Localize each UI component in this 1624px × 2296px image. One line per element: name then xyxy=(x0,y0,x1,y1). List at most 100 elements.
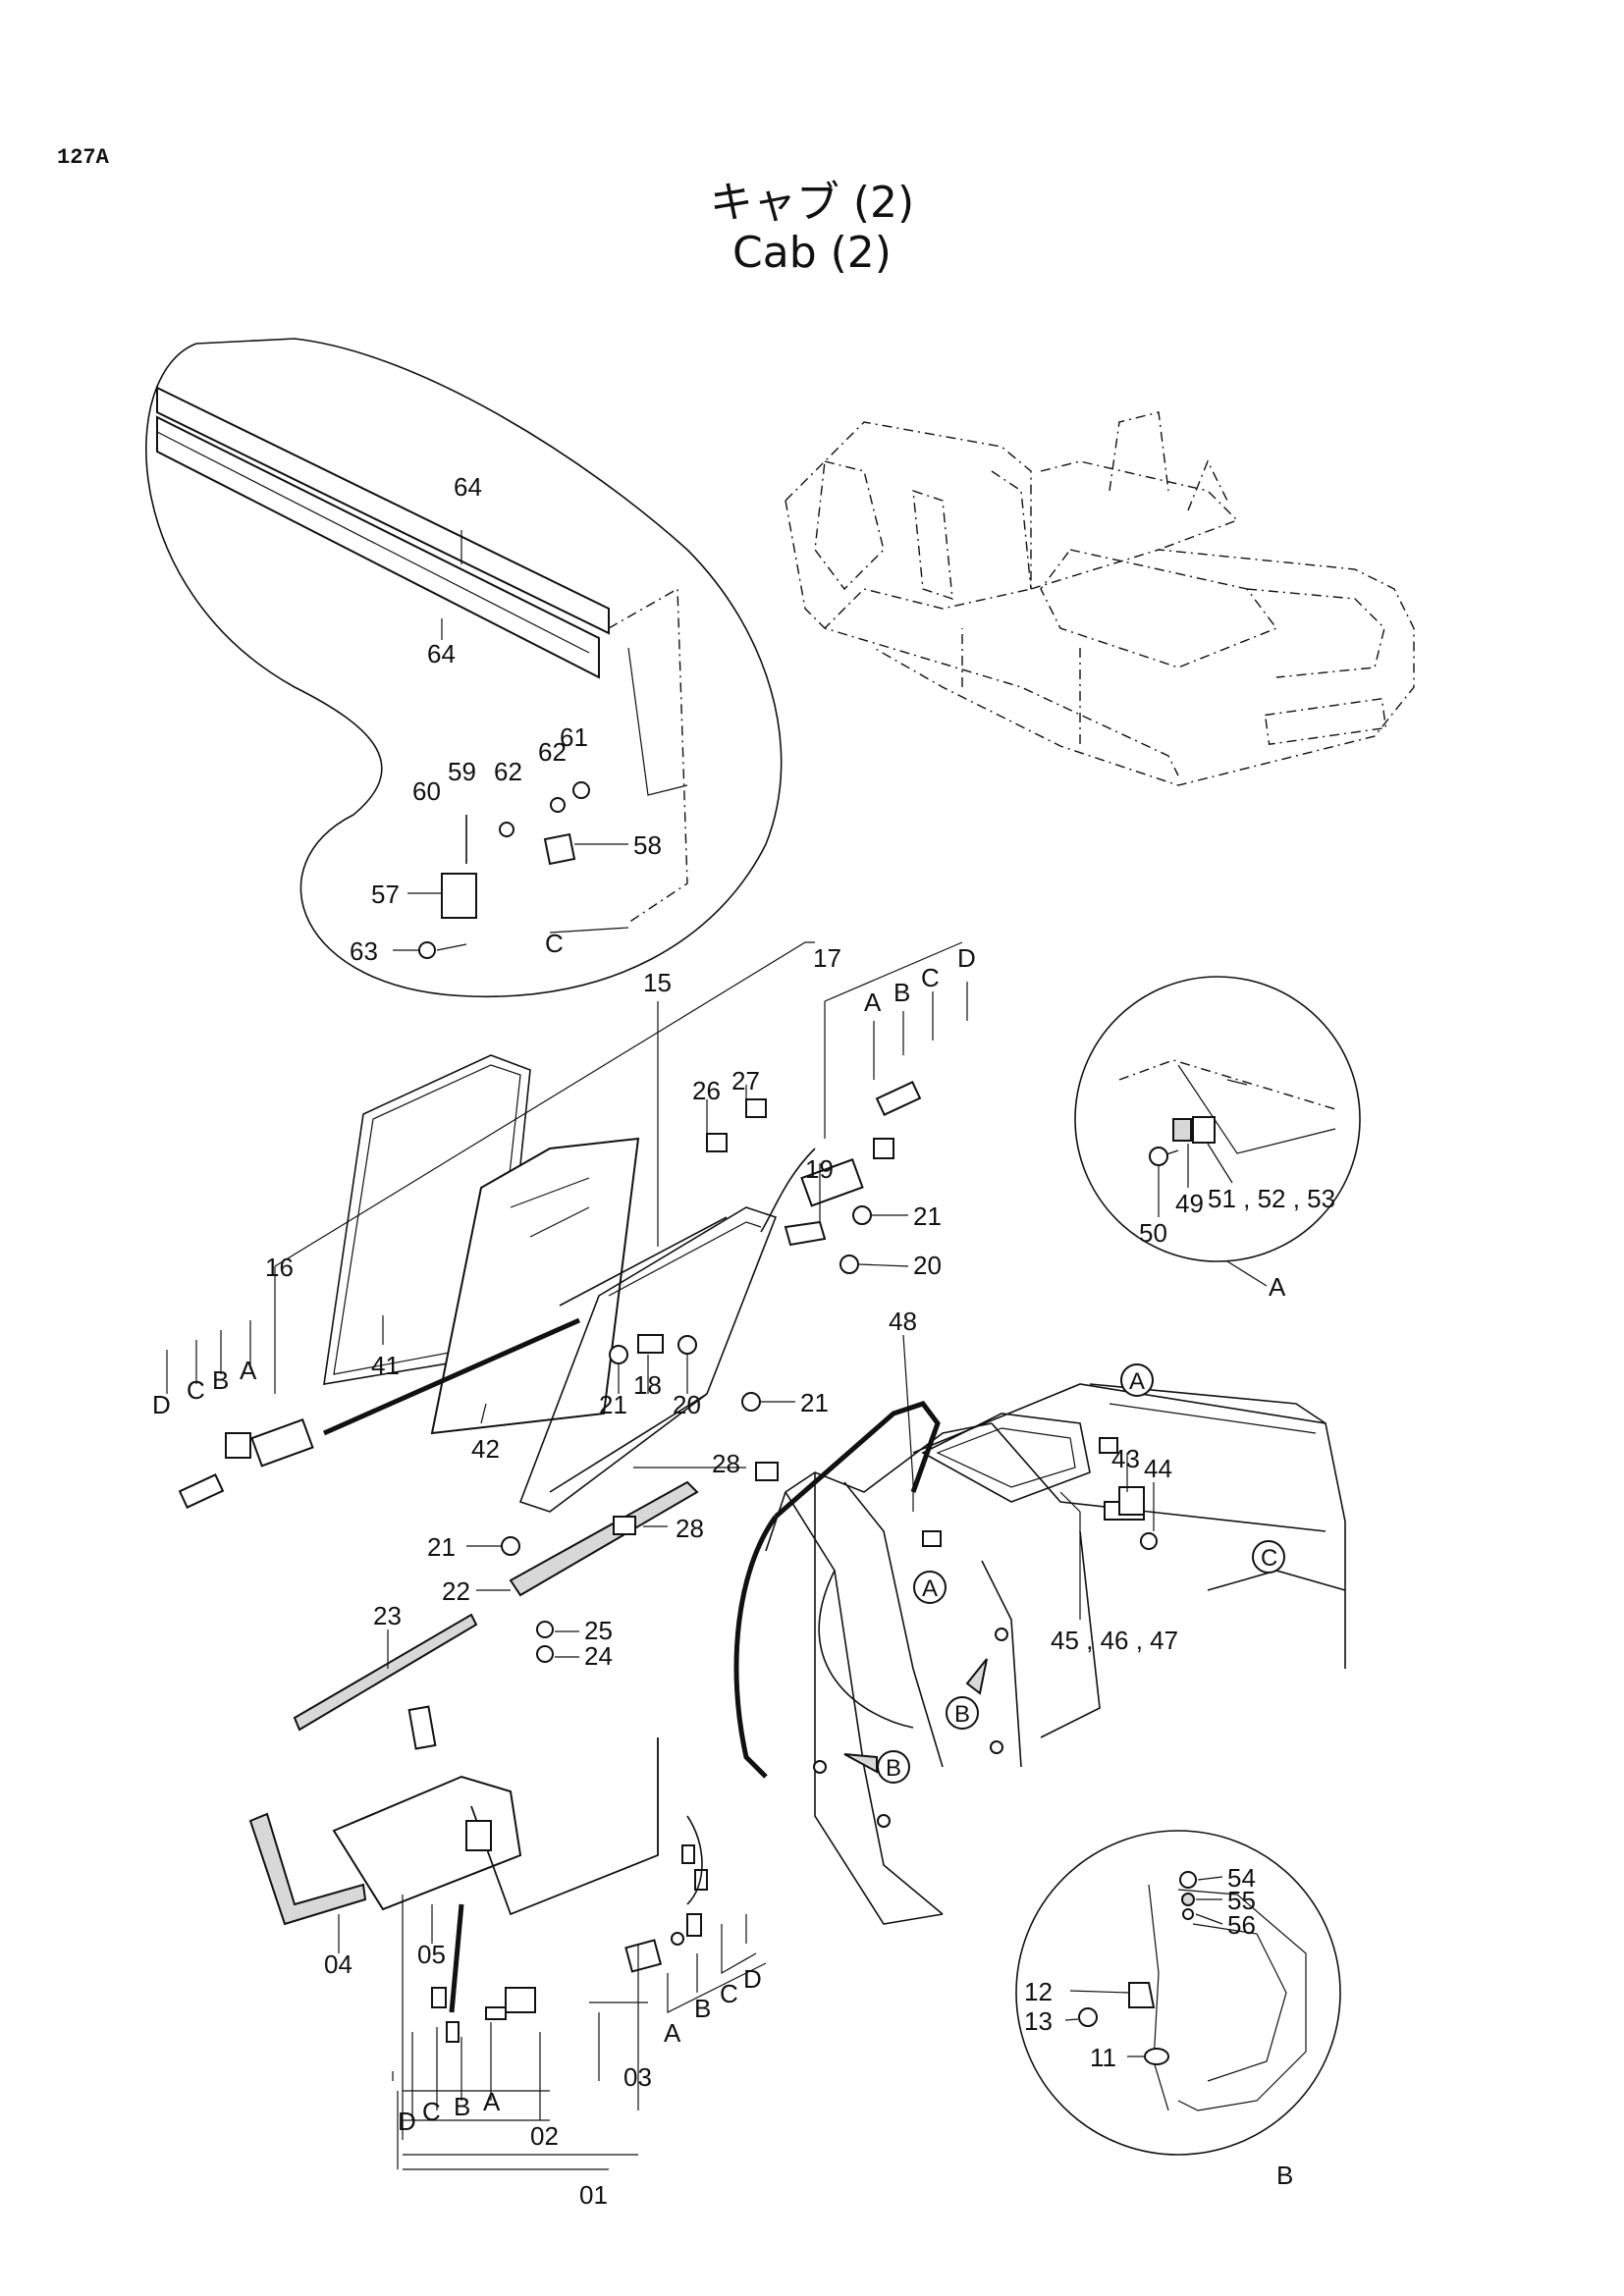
page-title-english: Cab (2) xyxy=(732,228,892,278)
label-12: 12 xyxy=(1024,1977,1053,2006)
label-50: 50 xyxy=(1139,1218,1167,1248)
label-42: 42 xyxy=(471,1434,500,1464)
label-61: 61 xyxy=(560,722,588,752)
page-number: 127A xyxy=(57,145,109,170)
label-17-b: B xyxy=(893,978,910,1007)
label-03: 03 xyxy=(623,2062,652,2092)
part-58-catch xyxy=(543,832,576,866)
label-62b: 62 xyxy=(538,737,567,767)
label-45-46-47: 45 , 46 , 47 xyxy=(1051,1626,1178,1655)
label-44: 44 xyxy=(1144,1454,1172,1483)
detail-b-label: B xyxy=(1276,2161,1293,2190)
lower-window-assembly: 04 05 01 02 03 A B C D D C B A xyxy=(248,1705,767,2210)
part-04 xyxy=(248,1812,367,1926)
detail-c-label: C xyxy=(545,929,564,958)
detail-a-circle: 50 49 51 , 52 , 53 A xyxy=(1074,976,1361,1302)
label-03-a: A xyxy=(664,2018,681,2048)
svg-text:A: A xyxy=(1129,1368,1145,1395)
label-17-a: A xyxy=(864,988,882,1017)
label-02-b: B xyxy=(454,2092,470,2121)
detail-a-label: A xyxy=(1269,1272,1286,1302)
marker-a-lower: A xyxy=(913,1571,947,1604)
label-28b: 28 xyxy=(676,1514,704,1543)
label-64a: 64 xyxy=(454,472,482,502)
label-63: 63 xyxy=(350,936,378,966)
label-16-d: D xyxy=(152,1390,171,1419)
label-01: 01 xyxy=(579,2180,608,2210)
label-21b: 21 xyxy=(599,1390,627,1419)
svg-text:B: B xyxy=(954,1701,970,1728)
label-20b: 20 xyxy=(673,1390,701,1419)
label-02-c: C xyxy=(422,2097,441,2126)
label-22: 22 xyxy=(442,1576,470,1606)
rail-64-upper xyxy=(156,386,610,635)
label-03-d: D xyxy=(743,1964,762,1994)
strip-23 xyxy=(293,1613,478,1732)
label-18: 18 xyxy=(633,1370,662,1400)
label-02-d: D xyxy=(398,2107,416,2136)
label-59: 59 xyxy=(448,757,476,786)
label-13: 13 xyxy=(1024,2006,1053,2036)
label-17: 17 xyxy=(813,943,841,973)
svg-text:C: C xyxy=(1261,1545,1277,1572)
label-54: 54 xyxy=(1227,1863,1256,1893)
label-25: 25 xyxy=(584,1616,613,1645)
label-19: 19 xyxy=(805,1154,834,1184)
label-03-c: C xyxy=(720,1979,738,2008)
panel-05 xyxy=(332,1775,522,1911)
svg-text:A: A xyxy=(922,1575,938,1602)
label-16-b: B xyxy=(212,1365,229,1395)
label-17-d: D xyxy=(957,943,976,973)
label-62a: 62 xyxy=(494,757,522,786)
label-58: 58 xyxy=(633,830,662,860)
label-57: 57 xyxy=(371,880,400,909)
label-16-c: C xyxy=(187,1375,205,1405)
label-23: 23 xyxy=(373,1601,402,1630)
label-56: 56 xyxy=(1227,1910,1256,1940)
label-17-c: C xyxy=(921,963,940,992)
label-21a: 21 xyxy=(913,1201,942,1231)
label-20a: 20 xyxy=(913,1251,942,1280)
detail-b-circle: 54 55 56 12 13 11 B xyxy=(1015,1830,1341,2190)
label-51-52-53: 51 , 52 , 53 xyxy=(1208,1184,1335,1213)
glass-42 xyxy=(430,1137,640,1435)
seal-48 xyxy=(733,1515,779,1779)
label-16: 16 xyxy=(265,1253,294,1282)
detail-c-balloon: 64 64 61 62 62 59 60 58 57 63 C xyxy=(145,338,783,998)
label-48: 48 xyxy=(889,1307,917,1336)
label-21c: 21 xyxy=(800,1388,829,1417)
label-43: 43 xyxy=(1111,1444,1140,1473)
latch-16 xyxy=(250,1418,314,1468)
label-55: 55 xyxy=(1227,1886,1256,1915)
label-11: 11 xyxy=(1090,2043,1116,2072)
label-27: 27 xyxy=(731,1066,760,1095)
label-24: 24 xyxy=(584,1641,613,1671)
marker-c: C xyxy=(1252,1540,1285,1574)
latch-17 xyxy=(800,1158,864,1207)
marker-a-upper: A xyxy=(1120,1363,1154,1397)
main-window-assembly: 15 17 A B C D 26 27 19 21 20 16 D C B A … xyxy=(152,941,976,1732)
excavator-overview xyxy=(785,411,1415,786)
label-02: 02 xyxy=(530,2121,559,2151)
label-41: 41 xyxy=(371,1351,400,1380)
label-60: 60 xyxy=(412,776,441,806)
marker-b-left: B xyxy=(843,1750,910,1784)
svg-text:B: B xyxy=(886,1755,901,1782)
page-title-japanese: キャブ (2) xyxy=(709,178,915,228)
label-04: 04 xyxy=(324,1949,352,1979)
label-16-a: A xyxy=(240,1356,257,1385)
label-64b: 64 xyxy=(427,639,456,668)
label-03-b: B xyxy=(694,1994,711,2023)
label-21d: 21 xyxy=(427,1532,456,1562)
marker-b-right: B xyxy=(946,1658,988,1730)
part-57-bracket xyxy=(441,873,477,919)
label-49: 49 xyxy=(1175,1189,1204,1218)
label-02-a: A xyxy=(483,2087,501,2116)
label-15: 15 xyxy=(643,968,672,997)
label-26: 26 xyxy=(692,1076,721,1105)
rail-22 xyxy=(509,1480,699,1597)
cab-frame: 43 44 45 , 46 , 47 A A B B C xyxy=(733,1363,1346,1925)
label-05: 05 xyxy=(417,1940,446,1969)
label-28a: 28 xyxy=(712,1449,740,1478)
